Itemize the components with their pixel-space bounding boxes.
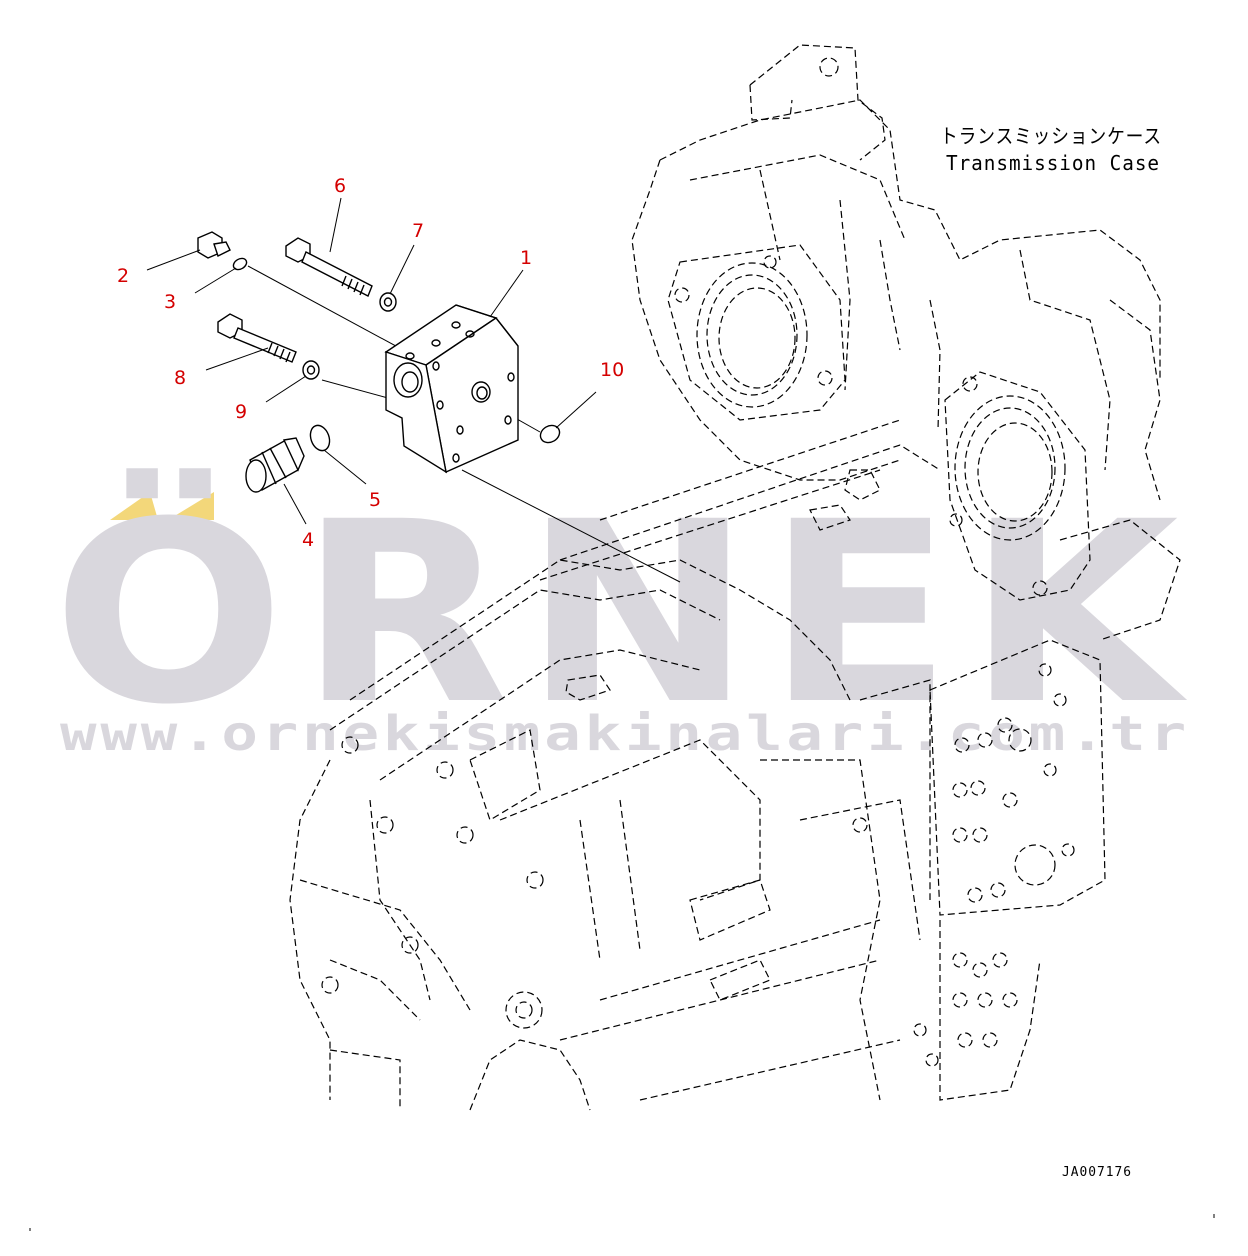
callout-4: 4	[302, 529, 314, 551]
callout-9: 9	[235, 401, 247, 423]
washer-9	[302, 360, 320, 380]
watermark-accent-right	[168, 492, 214, 520]
callout-leaders	[146, 197, 597, 525]
washer-7	[379, 292, 397, 312]
callout-7: 7	[412, 220, 424, 242]
long-bolt-6	[285, 237, 373, 297]
callout-3: 3	[164, 291, 176, 313]
plug-bolt	[197, 231, 231, 259]
o-ring-3	[232, 257, 248, 271]
elbow-fitting	[245, 437, 305, 493]
watermark-url: www.ornekismakinalari.com.tr	[60, 706, 1190, 762]
transmission-case	[289, 44, 1181, 1111]
callout-6: 6	[334, 175, 346, 197]
watermark-accent-left	[110, 492, 158, 520]
case-label-jp: トランスミッションケース	[940, 124, 1162, 148]
callout-8: 8	[174, 367, 186, 389]
callout-5: 5	[369, 489, 381, 511]
valve-block	[384, 304, 519, 474]
bolt-8	[217, 313, 297, 363]
callout-1: 1	[520, 247, 532, 269]
cap-10	[539, 424, 561, 444]
callout-2: 2	[117, 265, 129, 287]
callout-10: 10	[600, 359, 624, 381]
callout-numbers: 1 2 3 4 5 6 7 8 9 10	[117, 175, 624, 551]
o-ring-5	[309, 424, 331, 452]
drawing-code: JA007176	[1062, 1165, 1132, 1180]
case-label-en: Transmission Case	[946, 151, 1160, 175]
watermark-brand: ÖRNEK	[52, 468, 1192, 759]
watermark: ÖRNEK www.ornekismakinalari.com.tr	[52, 468, 1192, 762]
case-label: トランスミッションケース Transmission Case	[940, 124, 1162, 175]
